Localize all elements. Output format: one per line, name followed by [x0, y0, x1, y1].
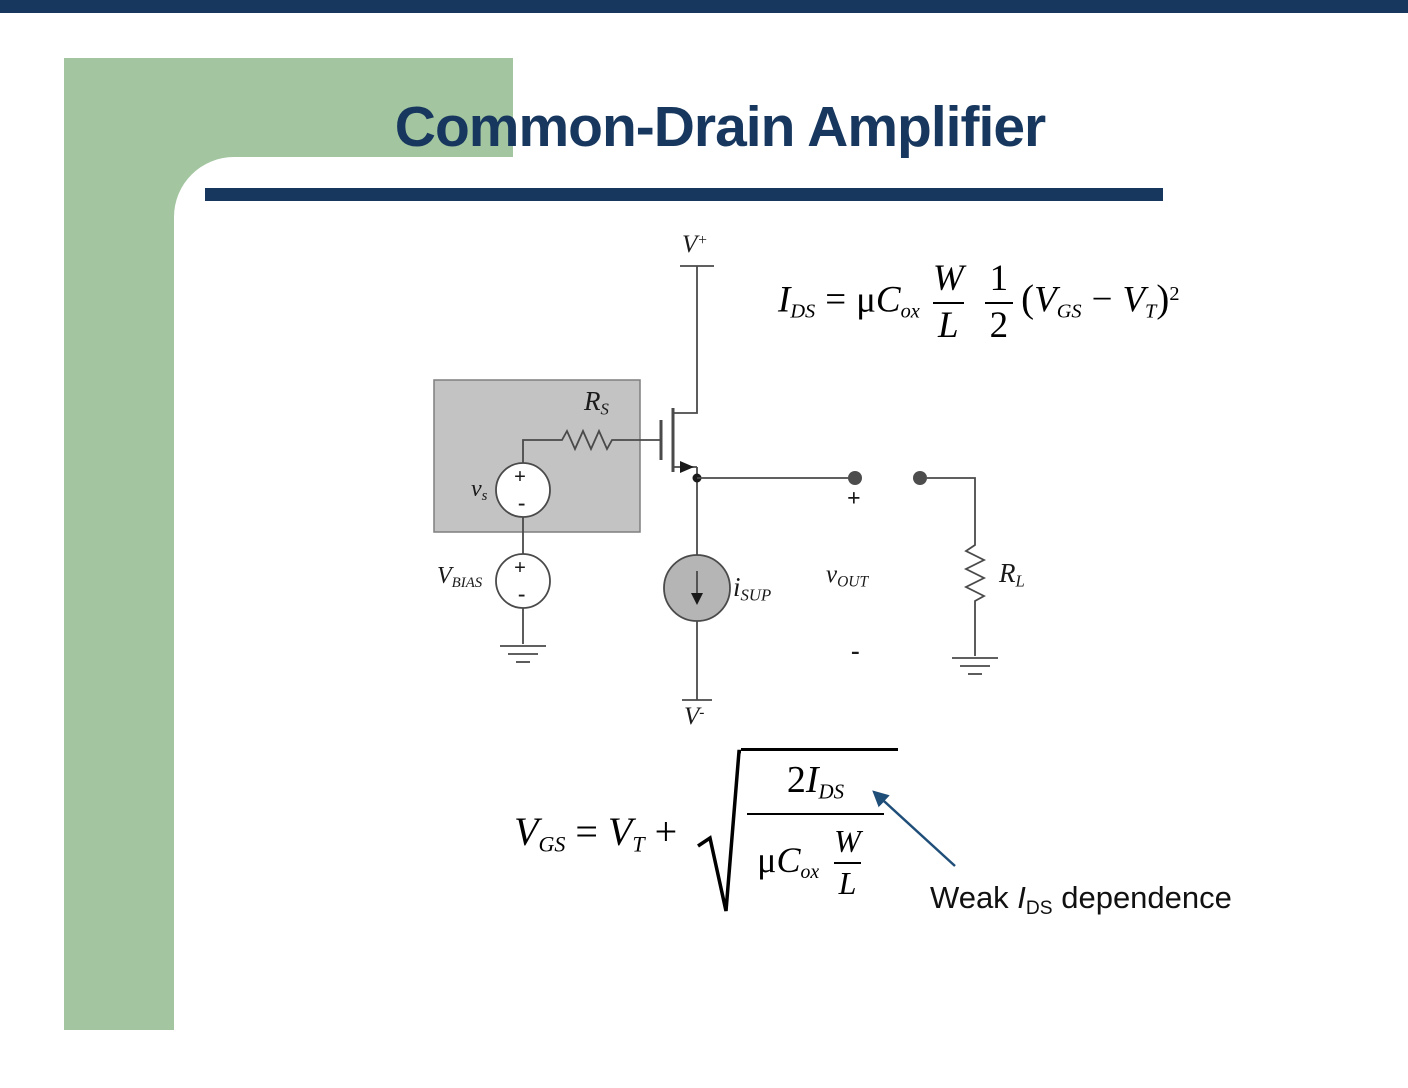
ids-symbol: I	[778, 279, 791, 321]
vplus-label: V+	[682, 231, 708, 258]
cox-symbol: C	[875, 279, 901, 321]
weak-dependence-note: Weak IDS dependence	[930, 880, 1232, 919]
white-rounded-corner	[174, 157, 314, 297]
eq-vgs-lhs: VGS=VT+	[514, 809, 678, 857]
isup-arrow-head	[691, 593, 703, 605]
output-port-dot-left	[848, 471, 862, 485]
vout-label: vOUT	[826, 561, 869, 591]
vs-minus-sign: -	[518, 490, 526, 515]
vbias-plus-sign: +	[514, 555, 526, 579]
vminus-label: V-	[684, 703, 705, 730]
slide-title: Common-Drain Amplifier	[394, 95, 1046, 159]
vs-to-rs-wire	[522, 439, 556, 463]
vgs-symbol: V	[1034, 279, 1057, 321]
green-accent-column	[64, 58, 174, 1030]
vout-minus-sign: -	[851, 636, 860, 665]
load-wire	[927, 477, 976, 538]
radical-sign	[697, 749, 742, 912]
mu-symbol: μ	[856, 279, 876, 321]
nmos-source-arrow	[680, 461, 694, 473]
vs-label: vs	[471, 476, 488, 505]
rs-resistor	[556, 428, 624, 452]
rl-label: RL	[999, 558, 1025, 591]
rl-resistor	[963, 538, 987, 612]
rs-label: RS	[584, 386, 609, 419]
title-underline	[205, 188, 1163, 201]
top-accent-bar	[0, 0, 1408, 13]
isup-label: iSUP	[733, 572, 772, 605]
vs-plus-sign: +	[514, 464, 526, 488]
vout-plus-sign: +	[847, 486, 861, 512]
vbias-minus-sign: -	[518, 581, 526, 606]
drain-wire	[673, 266, 698, 414]
vt-symbol: V	[1122, 279, 1146, 321]
vbias-label: VBIAS	[437, 563, 483, 592]
output-port-dot-right	[913, 471, 927, 485]
